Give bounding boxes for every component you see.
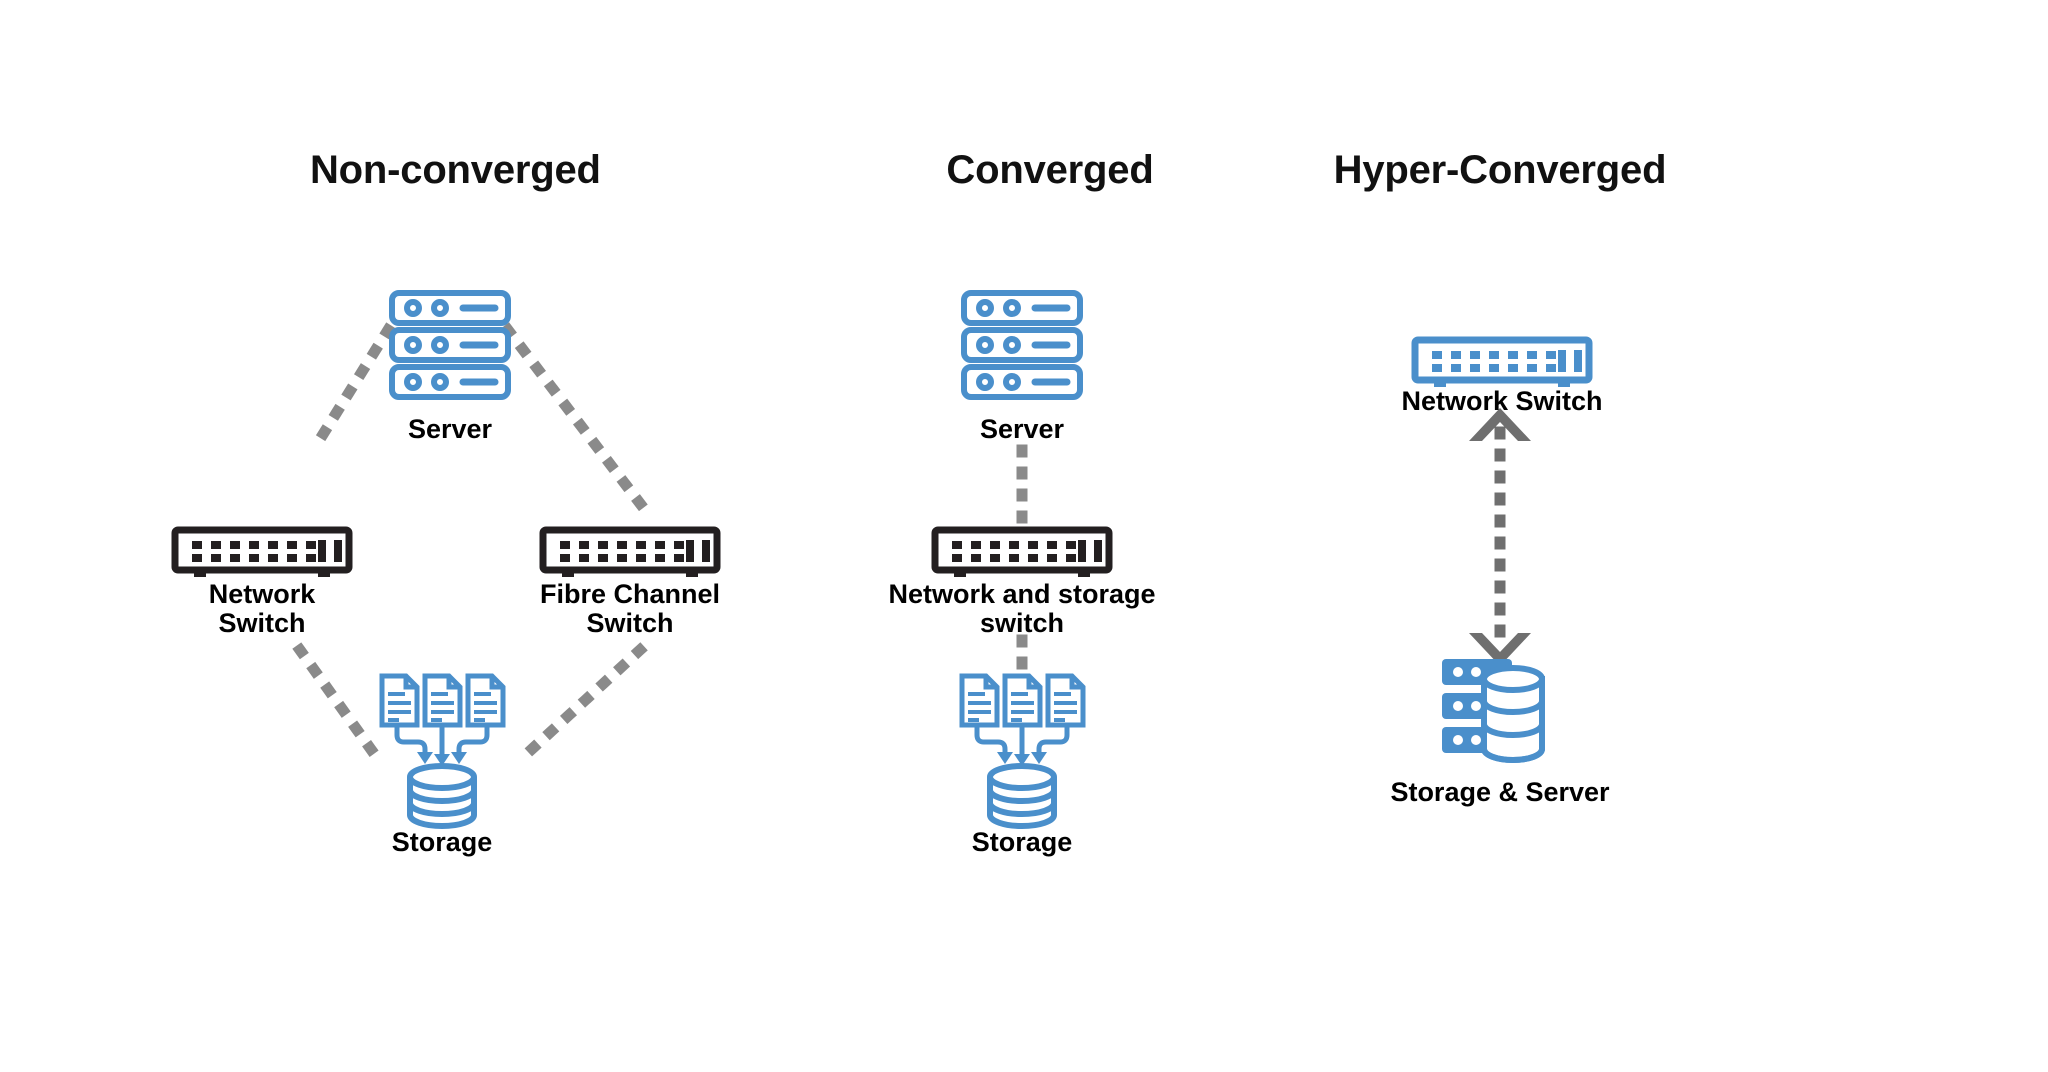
node-c-server[interactable]: [960, 290, 1084, 400]
database-documents-icon: [959, 673, 1086, 829]
node-label-nc-server: Server: [407, 414, 493, 444]
node-label-line-2: switch: [979, 608, 1065, 639]
node-label-nc-network-switch: Network Switch: [162, 579, 362, 639]
database-cylinder-icon: [987, 763, 1057, 829]
node-label-nc-fibre-switch: Fibre Channel Switch: [510, 579, 750, 639]
node-hc-storage-server[interactable]: [1440, 655, 1564, 765]
database-server-combined-icon: [1442, 659, 1545, 763]
node-nc-storage[interactable]: [375, 672, 509, 832]
node-nc-server[interactable]: [388, 290, 512, 400]
document-icon: [1002, 673, 1043, 728]
database-cylinder-icon: [1481, 665, 1545, 763]
document-icon: [422, 673, 463, 728]
node-label-c-storage: Storage: [971, 827, 1073, 857]
document-icon: [379, 673, 420, 728]
node-hc-network-switch[interactable]: [1411, 336, 1593, 387]
server-rack-icon: [961, 290, 1083, 400]
connector-hc-switch-to-storage-server: [1469, 408, 1531, 666]
node-label-line-1: Network: [208, 579, 316, 609]
node-label-nc-storage: Storage: [391, 827, 493, 857]
node-c-storage[interactable]: [955, 672, 1089, 832]
node-nc-network-switch[interactable]: [171, 526, 353, 577]
network-switch-icon: [931, 526, 1113, 577]
flow-arrows-icon: [974, 727, 1070, 754]
node-c-switch[interactable]: [931, 526, 1113, 577]
connector-nc-server-to-fibre-switch: [500, 322, 653, 518]
column-title-converged: Converged: [946, 148, 1154, 192]
column-title-non-converged: Non-converged: [310, 148, 601, 192]
network-switch-icon: [539, 526, 721, 577]
node-label-c-server: Server: [979, 414, 1065, 444]
database-cylinder-icon: [407, 763, 477, 829]
node-label-line-1: Fibre Channel: [539, 579, 721, 609]
node-label-c-switch: Network and storage switch: [872, 579, 1172, 639]
node-label-line-2: Switch: [218, 608, 306, 639]
column-title-hyper-converged: Hyper-Converged: [1333, 148, 1667, 192]
connector-nc-server-to-network-switch: [304, 322, 396, 460]
node-label-line-1: Network and storage: [888, 579, 1156, 609]
network-switch-icon: [171, 526, 353, 577]
node-label-hc-network-switch: Network Switch: [1401, 386, 1603, 416]
node-label-hc-storage-server: Storage & Server: [1390, 777, 1610, 807]
connector-nc-network-switch-to-storage: [292, 642, 388, 770]
flow-arrows-icon: [394, 727, 490, 754]
document-icon: [1045, 673, 1086, 728]
document-icon: [465, 673, 506, 728]
arrowhead-down-icon: [1469, 633, 1531, 666]
document-icon: [959, 673, 1000, 728]
network-switch-icon: [1411, 336, 1593, 387]
node-nc-fibre-switch[interactable]: [539, 526, 721, 577]
server-rack-icon: [389, 290, 511, 400]
connector-nc-fibre-switch-to-storage: [512, 642, 648, 768]
arrowhead-up-icon: [1469, 408, 1531, 441]
node-label-line-2: Switch: [586, 608, 674, 639]
database-documents-icon: [379, 673, 506, 829]
